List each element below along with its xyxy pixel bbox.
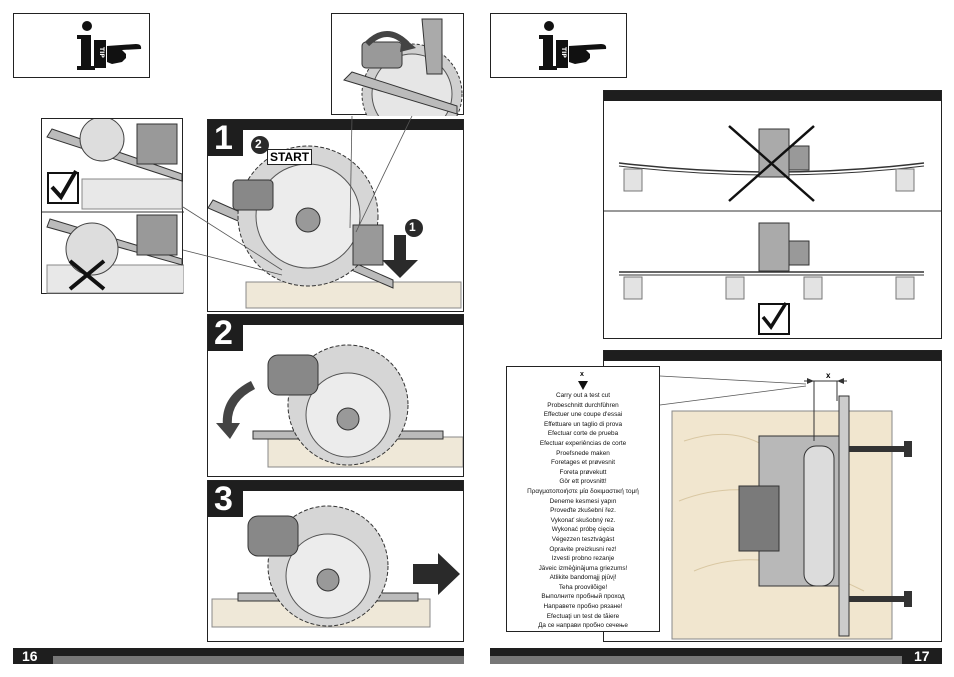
cross-out-icon <box>68 259 106 291</box>
down-arrow-number: 1 <box>409 220 416 234</box>
step-2-illustration <box>216 344 463 468</box>
translation-line: Πραγματοποιήστε μία δοκιμαστική τομή <box>527 487 639 495</box>
step-3-illustration <box>211 505 460 628</box>
step-3-badge: 3 <box>208 481 243 517</box>
translation-line: Izvesti probno rezanje <box>551 555 615 563</box>
test-cut-illustration <box>671 378 912 640</box>
translation-line: Carry out a test cut <box>556 392 610 399</box>
translation-line: Opravite preizkusni rez! <box>549 545 617 553</box>
arrow-right-icon <box>413 553 460 595</box>
footer-bar-right: 17 <box>490 648 942 664</box>
step-1-number: 1 <box>214 119 233 157</box>
blade-positions-illustration <box>42 119 184 294</box>
start-badge-number: 2 <box>255 137 262 151</box>
info-tip-box: TIP <box>490 13 627 78</box>
translation-line: Proefsnede maken <box>556 449 610 457</box>
depth-adjust-inset <box>331 13 464 116</box>
translation-line: Foreta prøvekutt <box>559 468 607 476</box>
dimension-label: x <box>826 371 831 380</box>
support-illustration <box>604 125 941 335</box>
step-1-panel: 1 1 2 START <box>207 119 464 312</box>
translation-line: Efectuar corte de prueba <box>547 430 619 438</box>
step-2-badge: 2 <box>208 315 243 351</box>
depth-adjust-illustration <box>343 18 463 116</box>
translation-line: Gör ett provsnitt! <box>559 478 607 486</box>
translation-line: Effettuare un taglio di prova <box>543 420 623 428</box>
translation-line: Probeschnitt durchführen <box>547 401 619 409</box>
info-tip-icon: TIP <box>539 21 607 70</box>
arrow-down-icon <box>382 235 418 278</box>
start-label: START <box>267 149 313 165</box>
translation-line: Выполните пробный проход <box>541 593 625 601</box>
translation-line: Végezzen tesztvágást <box>551 535 615 543</box>
translation-line: Да се направи пробно сечење <box>538 622 628 630</box>
test-cut-marker: x <box>580 371 584 378</box>
translation-line: Efectuaţi un test de tăiere <box>546 612 620 620</box>
translation-line: Jāveic izmēģinājuma griezums! <box>538 564 628 572</box>
step-1-illustration <box>208 136 462 309</box>
translation-line: Vykonať skušobný rez. <box>550 516 616 524</box>
translation-line: Teha proovilõige! <box>558 583 608 591</box>
svg-text:TIP: TIP <box>98 47 105 58</box>
checkmark-icon <box>50 170 78 201</box>
marker-triangle-icon <box>578 381 588 390</box>
info-tip-box: TIP <box>13 13 150 78</box>
page-number-right: 17 <box>914 648 930 664</box>
translation-line: Deneme kesmesi yapın <box>549 497 617 505</box>
step-2-number: 2 <box>214 314 233 352</box>
correct-position-inset <box>41 118 184 294</box>
translation-line: Foretages et prøvesnit <box>551 459 615 467</box>
footer-bar-left: 16 <box>13 648 464 664</box>
checkmark-icon <box>761 302 788 331</box>
page-number-left: 16 <box>22 648 38 664</box>
step-2-panel: 2 <box>207 314 464 477</box>
translation-line: Направете пробно рязане! <box>543 603 623 611</box>
cross-out-icon <box>728 125 815 202</box>
translation-line: Wykonać próbę cięcia <box>551 526 615 534</box>
svg-text:TIP: TIP <box>560 47 567 58</box>
translation-line: Atlikite bandomąjį pjūvį! <box>549 574 617 582</box>
step-1-badge: 1 <box>208 120 243 156</box>
translation-line: Efectuar experiências de corte <box>539 439 627 447</box>
step-3-number: 3 <box>214 480 233 518</box>
info-tip-icon: TIP <box>77 21 142 70</box>
step-3-panel: 3 <box>207 480 464 642</box>
translation-line: Proveďte zkušební řez. <box>550 507 616 515</box>
translation-line: Effectuer une coupe d'essai <box>543 411 623 419</box>
support-panel <box>603 90 942 339</box>
